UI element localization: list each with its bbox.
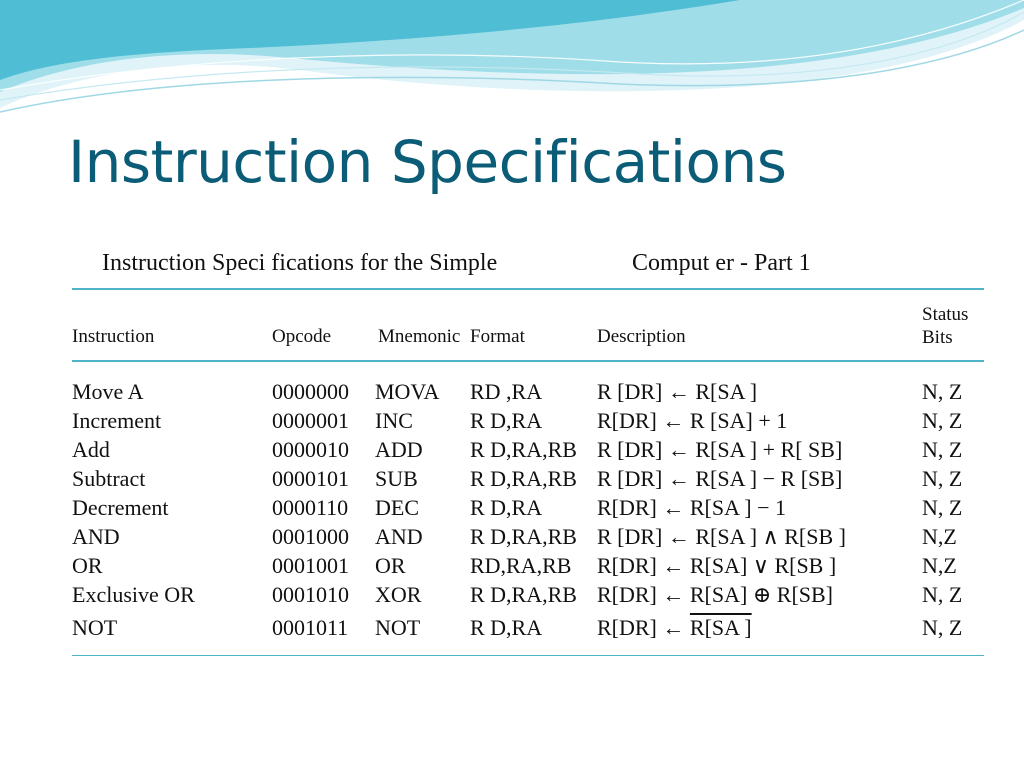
header-description: Description <box>597 326 686 347</box>
cell-mnemonic: DEC <box>375 495 419 520</box>
cell-mnemonic: ADD <box>375 437 423 462</box>
cell-instruction: Move A <box>72 379 144 404</box>
cell-instruction: Increment <box>72 408 162 433</box>
table-row: OR 0001001 OR RD,RA,RB R[DR] ← R[SA] ∨ R… <box>0 553 1024 581</box>
cell-format: R D,RA,RB <box>470 437 577 462</box>
table-bottom-rule <box>72 655 984 656</box>
cell-format: R D,RA <box>470 615 543 640</box>
cell-opcode: 0001000 <box>272 524 349 549</box>
header-wave-decoration <box>0 0 1024 113</box>
cell-mnemonic: OR <box>375 553 406 578</box>
cell-mnemonic: XOR <box>375 582 422 607</box>
cell-instruction: OR <box>72 553 103 578</box>
header-mnemonic: Mnemonic <box>378 326 461 347</box>
table-row: NOT 0001011 NOT R D,RA R[DR] ← R[SA ] N,… <box>0 615 1024 643</box>
cell-description: R[DR] ← R[SA] ⊕ R[SB] <box>597 582 834 607</box>
cell-format: R D,RA <box>470 408 543 433</box>
cell-format: RD ,RA <box>470 379 543 404</box>
cell-description: R[DR] ← R[SA] ∨ R[SB ] <box>597 553 837 578</box>
table-row: Add 0000010 ADD R D,RA,RB R [DR] ← R[SA … <box>0 437 1024 465</box>
cell-status: N,Z <box>922 524 957 549</box>
cell-status: N, Z <box>922 615 963 640</box>
cell-description: R [DR] ← R[SA ] + R[ SB] <box>597 437 843 462</box>
table-row: Exclusive OR 0001010 XOR R D,RA,RB R[DR]… <box>0 582 1024 610</box>
header-status-bits: Status Bits <box>922 303 968 349</box>
table-row: AND 0001000 AND R D,RA,RB R [DR] ← R[SA … <box>0 524 1024 552</box>
header-status-line2: Bits <box>922 327 953 348</box>
cell-description-overlined: R[SA ] <box>689 615 752 640</box>
cell-description: R [DR] ← R[SA ] <box>597 379 758 404</box>
cell-status: N, Z <box>922 408 963 433</box>
cell-opcode: 0000000 <box>272 379 349 404</box>
cell-instruction: NOT <box>72 615 118 640</box>
cell-opcode: 0000010 <box>272 437 349 462</box>
cell-opcode: 0000110 <box>272 495 349 520</box>
table-caption-part1: Instruction Speci fications for the Simp… <box>102 250 498 276</box>
cell-instruction: Exclusive OR <box>72 582 195 607</box>
cell-description-text: R[DR] ← <box>597 615 685 640</box>
cell-format: R D,RA,RB <box>470 582 577 607</box>
cell-status: N, Z <box>922 495 963 520</box>
cell-instruction: Decrement <box>72 495 169 520</box>
cell-opcode: 0001001 <box>272 553 349 578</box>
cell-mnemonic: MOVA <box>375 379 440 404</box>
cell-opcode: 0000101 <box>272 466 349 491</box>
header-status-line1: Status <box>922 304 969 325</box>
cell-mnemonic: AND <box>375 524 423 549</box>
header-instruction: Instruction <box>72 326 155 347</box>
header-format: Format <box>470 326 525 347</box>
cell-mnemonic: INC <box>375 408 413 433</box>
cell-status: N,Z <box>922 553 957 578</box>
table-caption: Instruction Speci fications for the Simp… <box>102 250 862 277</box>
cell-description: R[DR] ← R[SA ] <box>597 615 752 641</box>
cell-description: R[DR] ← R [SA] + 1 <box>597 408 788 433</box>
cell-mnemonic: NOT <box>375 615 421 640</box>
cell-opcode: 0001010 <box>272 582 349 607</box>
header-opcode: Opcode <box>272 326 332 347</box>
cell-format: R D,RA <box>470 495 543 520</box>
cell-status: N, Z <box>922 379 963 404</box>
table-row: Subtract 0000101 SUB R D,RA,RB R [DR] ← … <box>0 466 1024 494</box>
cell-description: R[DR] ← R[SA ] − 1 <box>597 495 787 520</box>
table-top-rule <box>72 288 984 290</box>
cell-status: N, Z <box>922 466 963 491</box>
cell-status: N, Z <box>922 582 963 607</box>
table-row: Increment 0000001 INC R D,RA R[DR] ← R [… <box>0 408 1024 436</box>
cell-mnemonic: SUB <box>375 466 418 491</box>
table-row: Decrement 0000110 DEC R D,RA R[DR] ← R[S… <box>0 495 1024 523</box>
table-header-rule <box>72 360 984 362</box>
cell-status: N, Z <box>922 437 963 462</box>
table-row: Move A 0000000 MOVA RD ,RA R [DR] ← R[SA… <box>0 379 1024 407</box>
cell-instruction: Subtract <box>72 466 146 491</box>
cell-format: RD,RA,RB <box>470 553 572 578</box>
slide-title: Instruction Specifications <box>68 128 787 196</box>
cell-description: R [DR] ← R[SA ] ∧ R[SB ] <box>597 524 846 549</box>
table-caption-part2: Comput er - Part 1 <box>632 250 811 276</box>
cell-description: R [DR] ← R[SA ] − R [SB] <box>597 466 843 491</box>
cell-format: R D,RA,RB <box>470 466 577 491</box>
cell-opcode: 0000001 <box>272 408 349 433</box>
cell-instruction: Add <box>72 437 110 462</box>
cell-format: R D,RA,RB <box>470 524 577 549</box>
cell-opcode: 0001011 <box>272 615 349 640</box>
cell-instruction: AND <box>72 524 120 549</box>
